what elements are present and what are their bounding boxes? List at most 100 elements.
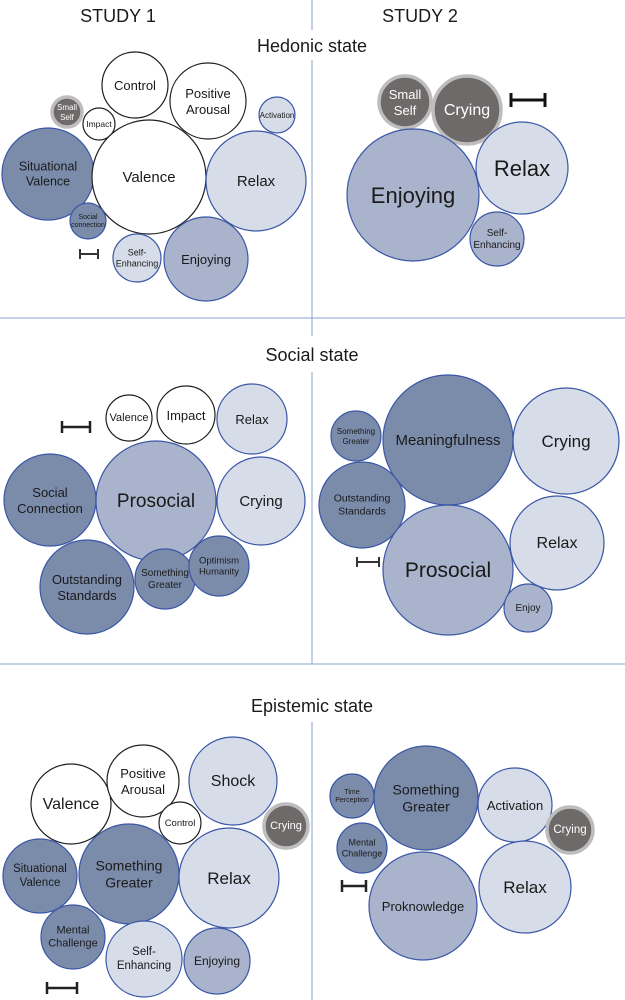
bubble-e1-enjoying: Enjoying: [183, 927, 251, 995]
bubble-label-line: Relax: [537, 535, 578, 552]
bubble-label-line: Meaningfulness: [395, 432, 500, 449]
bubble-label-line: Prosocial: [117, 491, 195, 512]
bubble-label: Self-Enhancing: [117, 946, 171, 972]
bubble-circle: [216, 383, 288, 455]
bubble-label: Proknowledge: [382, 899, 464, 914]
bubble-label-line: Optimism: [199, 555, 239, 566]
bubble-circle: [50, 95, 84, 129]
bubble-label-line: Relax: [235, 412, 269, 427]
bubble-label-line: Activation: [487, 798, 543, 813]
bubble-s1-impact: Impact: [156, 385, 216, 445]
bubble-label-line: Crying: [541, 432, 590, 451]
bubble-h2-enjoying: Enjoying: [346, 128, 480, 262]
bubble-label-line: Arousal: [186, 101, 230, 116]
scale-bar-social-study1: [60, 421, 92, 433]
bubble-circle: [503, 583, 553, 633]
bubble-s1-prosocial: Prosocial: [95, 440, 217, 562]
bubble-label-line: Positive: [185, 86, 231, 101]
bubble-label-line: Self-: [128, 248, 147, 258]
bubble-label-line: Crying: [270, 820, 302, 832]
bubble-h1-self-enhancing: Self-Enhancing: [112, 233, 162, 283]
bubble-label-line: Enhancing: [117, 960, 171, 972]
bubble-label: Relax: [235, 412, 269, 427]
bubble-circle: [105, 394, 153, 442]
bubble-circle: [431, 74, 503, 146]
bubble-label: Valence: [110, 412, 149, 424]
bubble-label: Shock: [211, 773, 256, 790]
study-1-header: STUDY 1: [80, 6, 156, 26]
epistemic-section-title: Epistemic state: [251, 696, 373, 716]
bubble-s1-relax: Relax: [216, 383, 288, 455]
bubble-h1-control: Control: [101, 51, 169, 119]
bubble-circle: [112, 233, 162, 283]
bubble-e1-relax: Relax: [178, 827, 280, 929]
bubble-circle: [478, 840, 572, 934]
bubble-label: Crying: [239, 493, 282, 510]
bubble-h1-impact: Impact: [82, 107, 116, 141]
bubble-label: Prosocial: [405, 559, 491, 582]
bubble-circle: [30, 763, 112, 845]
bubble-label: Valence: [122, 169, 175, 186]
bubble-s2-crying: Crying: [512, 387, 620, 495]
bubble-label-line: Standards: [338, 505, 386, 517]
scale-bar-hedonic-study2: [509, 93, 547, 107]
bubble-label-line: Something: [141, 568, 189, 579]
bubble-label: Enjoying: [371, 183, 455, 208]
bubble-label-line: Valence: [122, 169, 175, 186]
bubble-s2-enjoy: Enjoy: [503, 583, 553, 633]
bubble-label-line: Valence: [43, 796, 100, 813]
bubble-label: Impact: [166, 408, 205, 423]
bubble-e2-relax: Relax: [478, 840, 572, 934]
bubble-circle: [373, 745, 479, 851]
bubble-label: Crying: [553, 824, 586, 836]
bubble-label-line: Valence: [110, 412, 149, 424]
study-2-header: STUDY 2: [382, 6, 458, 26]
bubble-label-line: Small: [57, 103, 77, 112]
bubble-label: Activation: [487, 798, 543, 813]
bubble-label-line: Small: [389, 87, 422, 102]
bubble-label-line: Self-: [487, 228, 508, 239]
bubble-label: Activation: [260, 111, 295, 120]
bubble-label-line: Shock: [211, 773, 256, 790]
bubble-s1-crying: Crying: [216, 456, 306, 546]
bubble-circle: [105, 920, 183, 998]
bubble-circle: [346, 128, 480, 262]
bubble-label-line: Situational: [13, 863, 67, 875]
bubble-circle: [382, 504, 514, 636]
bubble-e1-crying: Crying: [262, 802, 310, 850]
bubble-circle: [156, 385, 216, 445]
bubble-circle: [258, 96, 296, 134]
bubble-label-line: Self: [60, 112, 75, 121]
bubble-label-line: Mental: [348, 838, 375, 848]
bubble-label-line: Crying: [239, 493, 282, 510]
bubble-circle: [169, 62, 247, 140]
scale-bar-social-study2: [356, 557, 380, 567]
bubble-label-line: Greater: [105, 874, 153, 890]
bubble-label-line: Enhancing: [473, 240, 520, 251]
bubble-label-line: Challenge: [342, 848, 383, 858]
bubble-label-line: Relax: [237, 173, 276, 190]
bubble-circle: [512, 387, 620, 495]
bubble-label: Prosocial: [117, 491, 195, 512]
bubble-label-line: Something: [337, 427, 375, 436]
bubble-label-line: Valence: [26, 175, 70, 189]
bubble-label-line: Greater: [342, 436, 369, 445]
bubble-label-line: Impact: [166, 408, 205, 423]
bubble-h1-valence: Valence: [91, 119, 207, 235]
bubble-circle: [82, 107, 116, 141]
bubble-e1-control: Control: [158, 801, 202, 845]
